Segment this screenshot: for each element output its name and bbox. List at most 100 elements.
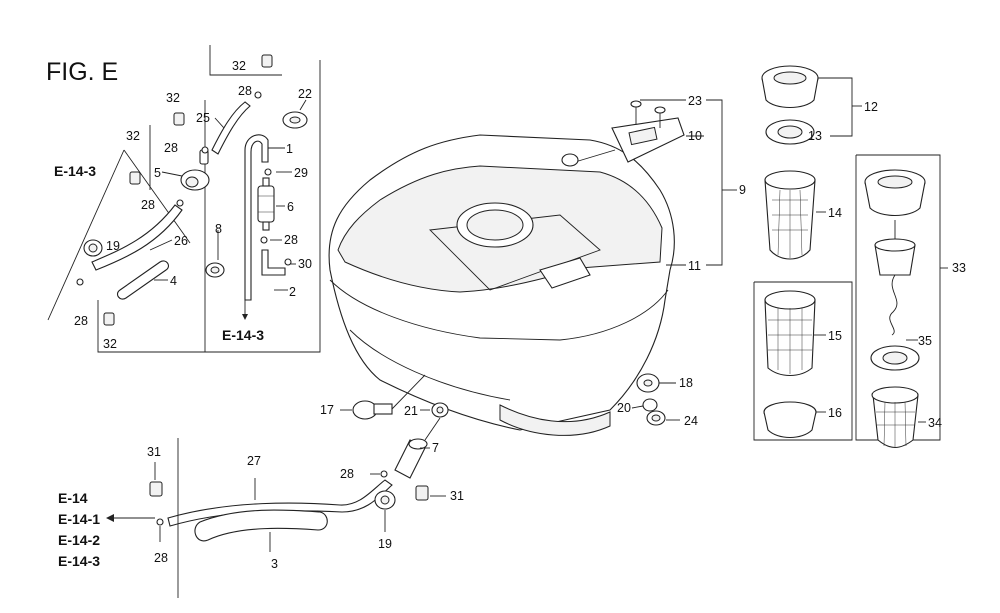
label-31-left: 31 [147, 445, 161, 459]
grommet-18 [636, 373, 676, 393]
label-17: 17 [320, 403, 334, 417]
leader-lines-33-35 [906, 339, 926, 423]
label-28-e: 28 [74, 314, 88, 328]
fuel-gauge-10 [561, 117, 685, 167]
nut-20 [631, 398, 658, 412]
clamp-8 [205, 262, 225, 278]
ref-upper-middle: E-14-3 [222, 327, 264, 343]
label-26: 26 [174, 234, 188, 248]
label-32-bottom: 32 [103, 337, 117, 351]
label-15: 15 [828, 329, 842, 343]
label-11: 11 [688, 259, 701, 273]
label-34: 34 [928, 416, 942, 430]
strainer-15 [764, 290, 816, 377]
label-28-d: 28 [284, 233, 298, 247]
leader-lines-lower [106, 438, 386, 598]
bracket-33 [855, 154, 948, 441]
clip-30 [284, 258, 292, 266]
clip-28-e [260, 236, 268, 244]
leader-lines-15-16 [814, 334, 826, 413]
label-28-g: 28 [154, 551, 168, 565]
label-19-upper: 19 [106, 239, 120, 253]
label-25: 25 [196, 111, 210, 125]
fuel-cap-33 [864, 169, 926, 336]
figure-title: FIG. E [46, 58, 118, 86]
label-30: 30 [298, 257, 312, 271]
label-35: 35 [918, 334, 932, 348]
clip-28-d [76, 278, 84, 286]
label-19-lower: 19 [378, 537, 392, 551]
label-32-top: 32 [232, 59, 246, 73]
label-8: 8 [215, 222, 222, 236]
fuel-cap-12 [761, 65, 819, 109]
fuel-filter-6 [257, 177, 275, 231]
label-28-c: 28 [141, 198, 155, 212]
label-21: 21 [404, 404, 418, 418]
clip-28-c [176, 199, 184, 207]
fuel-tank-11 [328, 134, 675, 436]
part-number-labels: 1 2 3 4 5 6 7 8 9 10 11 12 13 14 15 16 1… [74, 59, 966, 571]
clip-31-left [149, 481, 163, 497]
fuel-hose-2 [261, 249, 286, 276]
arrow-left-icon [106, 514, 114, 522]
strainer-14 [764, 170, 816, 260]
label-16: 16 [828, 406, 842, 420]
clip-28-g [156, 518, 164, 526]
clip-28-a [254, 91, 262, 99]
label-18: 18 [679, 376, 693, 390]
clamp-22 [282, 111, 308, 129]
leader-lines-tank [640, 99, 737, 266]
cap-seal-35 [870, 345, 920, 371]
ref-lower-1: E-14-1 [58, 511, 100, 527]
fuel-hose-25 [211, 101, 251, 155]
cap-seal-13 [765, 119, 815, 145]
label-33: 33 [952, 261, 966, 275]
label-22: 22 [298, 87, 312, 101]
ref-upper-left: E-14-3 [54, 163, 96, 179]
label-23: 23 [688, 94, 702, 108]
label-13: 13 [808, 129, 822, 143]
reference-labels: E-14-3 E-14-3 E-14 E-14-1 E-14-2 E-14-3 [54, 163, 264, 569]
label-5: 5 [154, 166, 161, 180]
clip-32-upper [173, 112, 185, 126]
fuel-hose-1 [244, 134, 269, 301]
fuel-valve-5 [180, 149, 210, 191]
label-27: 27 [247, 454, 261, 468]
label-4: 4 [170, 274, 177, 288]
label-14: 14 [828, 206, 842, 220]
ring-16 [763, 401, 817, 439]
washer-21 [420, 402, 449, 418]
protector-tube-4 [117, 260, 169, 300]
label-28-b: 28 [164, 141, 178, 155]
label-28-a: 28 [238, 84, 252, 98]
label-12: 12 [864, 100, 878, 114]
clip-28-b [201, 146, 209, 154]
label-24: 24 [684, 414, 698, 428]
label-7: 7 [432, 441, 439, 455]
label-6: 6 [287, 200, 294, 214]
label-1: 1 [286, 142, 293, 156]
clip-32-top [261, 54, 273, 68]
strainer-34 [871, 386, 919, 449]
ref-lower-2: E-14-2 [58, 532, 100, 548]
washer-24 [646, 410, 680, 426]
label-31-right: 31 [450, 489, 464, 503]
fuel-joint-7 [394, 417, 441, 479]
ref-lower-0: E-14 [58, 490, 88, 506]
protector-tube-3 [194, 509, 328, 542]
label-29: 29 [294, 166, 308, 180]
leader-lines-left [149, 99, 307, 291]
bolt-17 [340, 374, 426, 420]
label-3: 3 [271, 557, 278, 571]
label-10: 10 [688, 129, 702, 143]
label-32-left: 32 [126, 129, 140, 143]
clip-32-bottom [103, 312, 115, 326]
clip-28-f [380, 470, 388, 478]
label-2: 2 [289, 285, 296, 299]
label-9: 9 [739, 183, 746, 197]
label-28-f: 28 [340, 467, 354, 481]
fuel-hose-26 [91, 204, 183, 271]
clip-29 [264, 168, 272, 176]
